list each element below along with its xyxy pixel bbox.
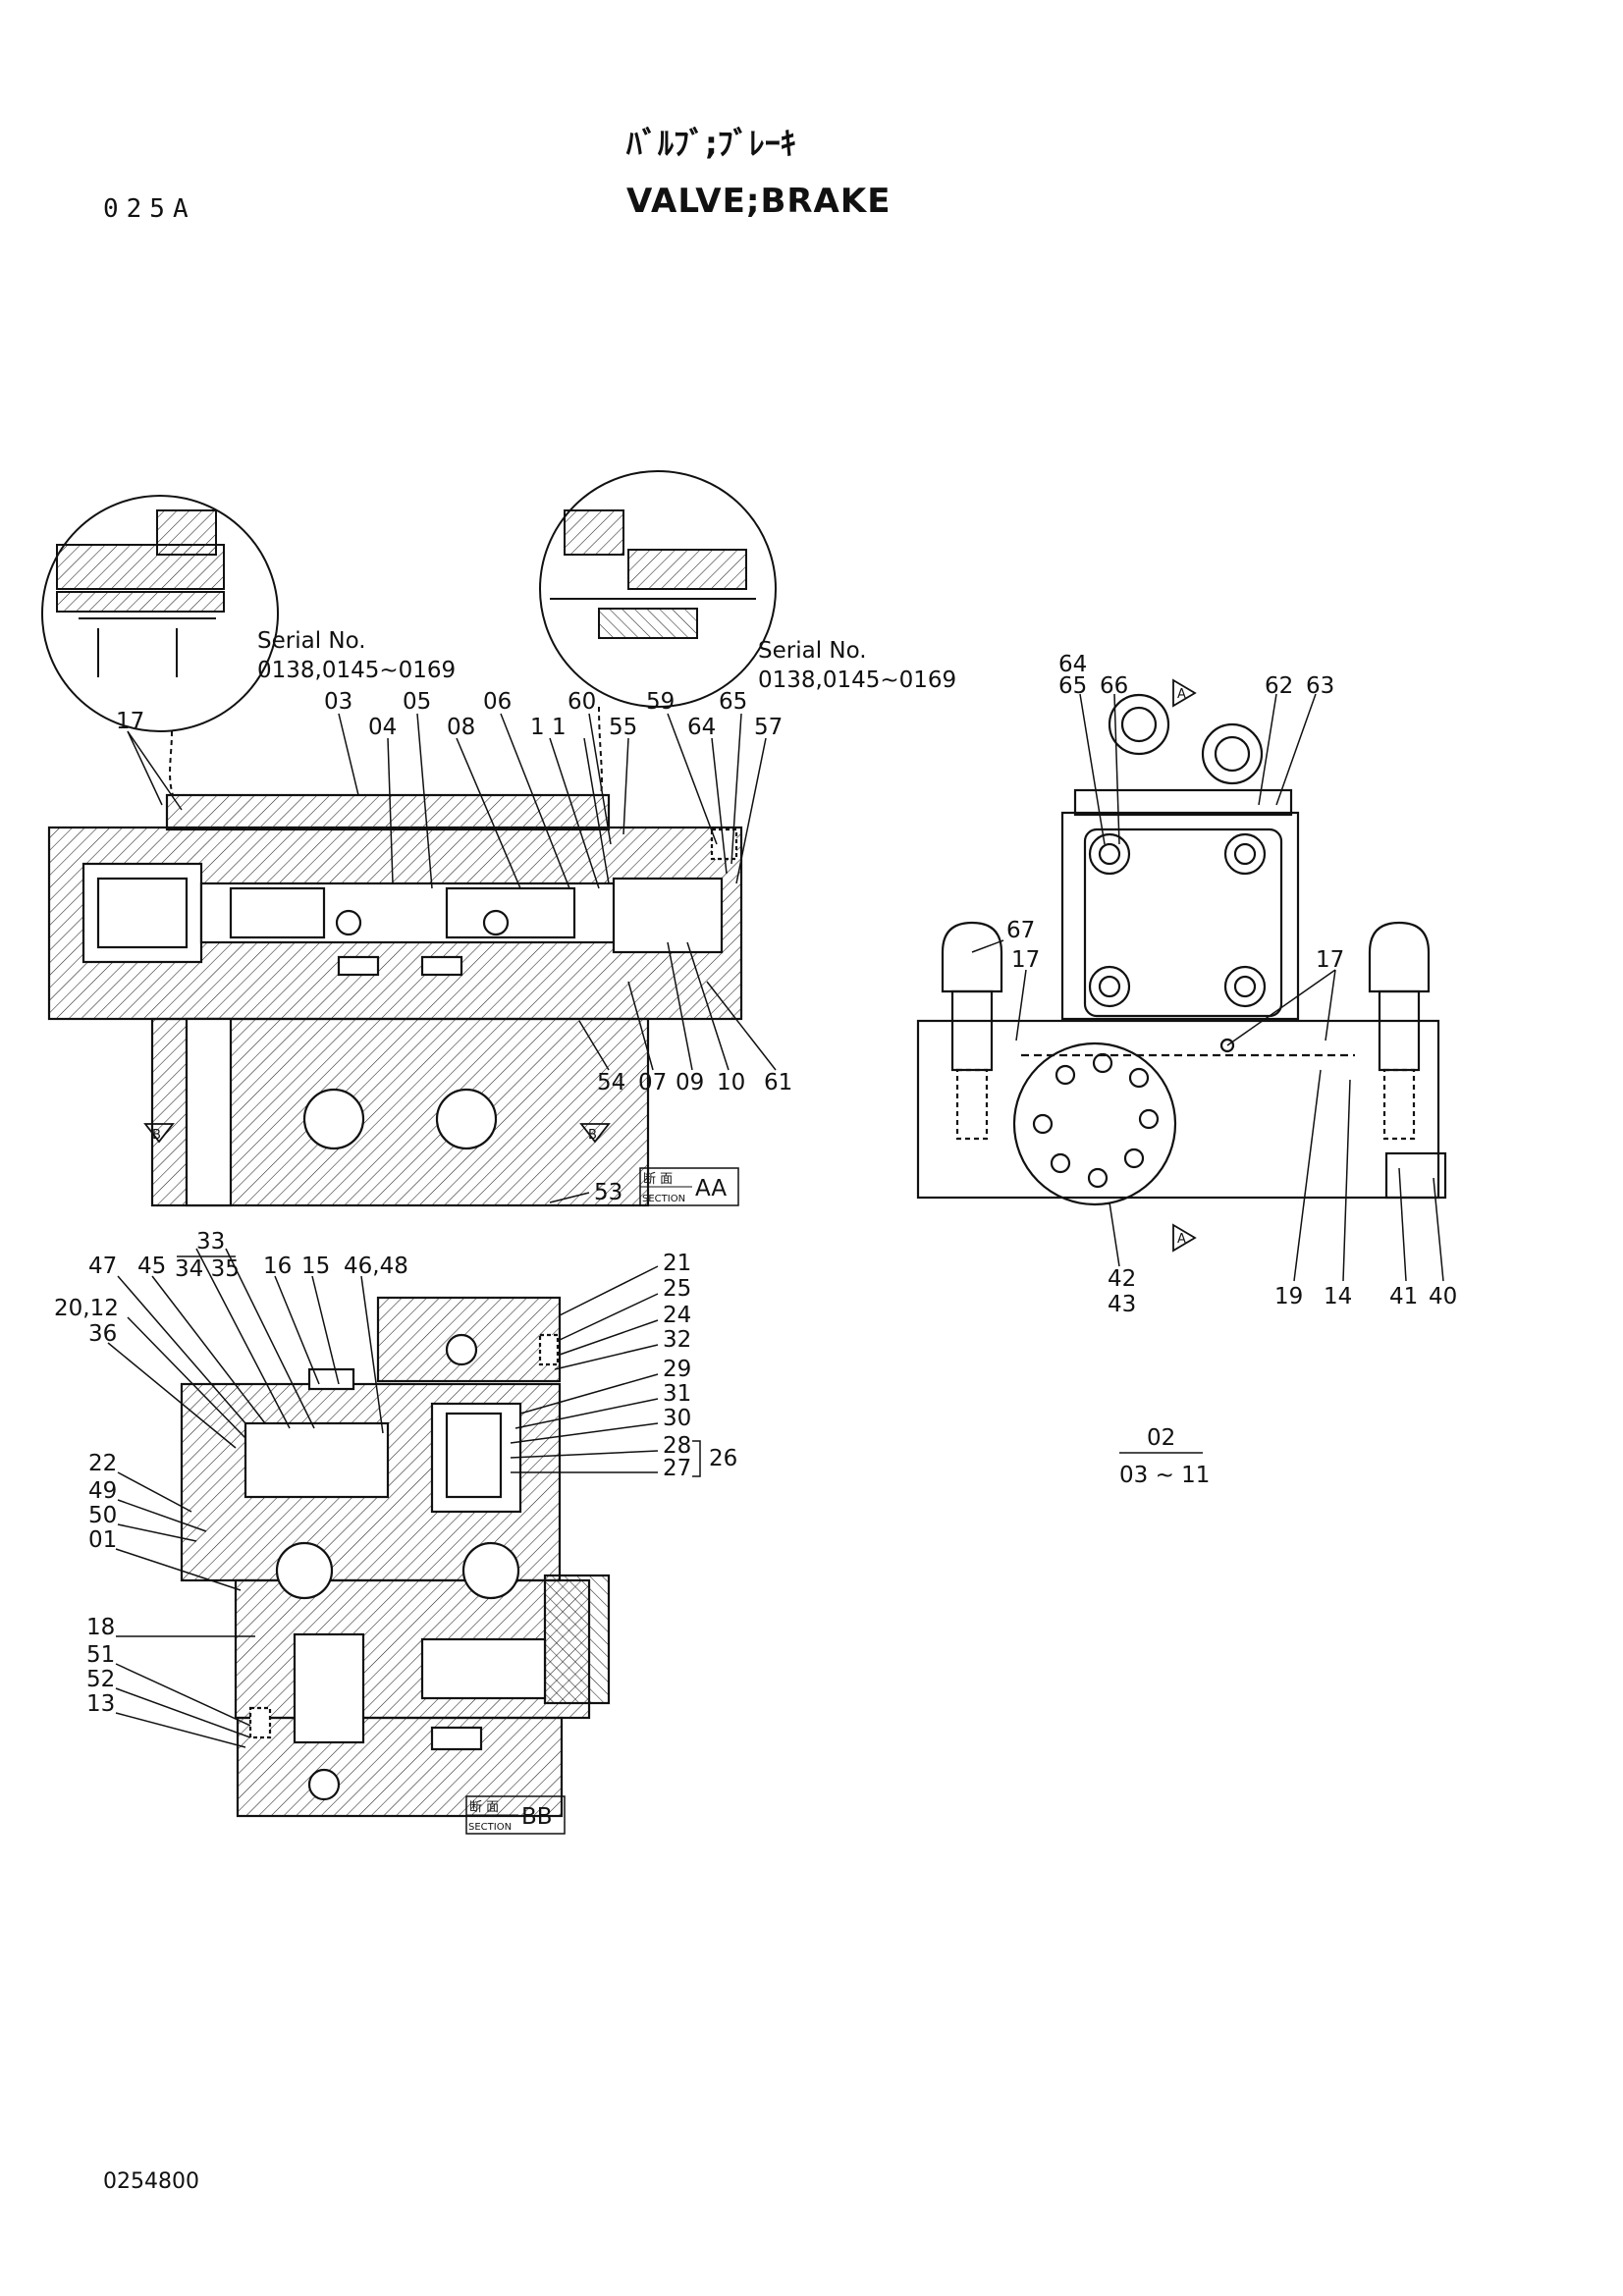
title-english: VALVE;BRAKE — [626, 182, 892, 221]
title-japanese: ﾊﾞﾙﾌﾞ;ﾌﾞﾚｰｷ — [626, 125, 796, 162]
page-code: 025A — [103, 194, 196, 224]
callout-17b: 17 — [1011, 947, 1040, 973]
callout-67: 67 — [1006, 918, 1035, 943]
serial-range-right: 0138,0145~0169 — [758, 667, 956, 693]
view-b-marker-left: B — [143, 1123, 175, 1144]
callout-66: 66 — [1100, 673, 1128, 699]
callout-46-48: 46,48 — [344, 1254, 408, 1279]
callout-52: 52 — [86, 1667, 115, 1692]
callout-32: 32 — [663, 1327, 691, 1353]
callout-53: 53 — [594, 1180, 622, 1205]
callout-08: 08 — [447, 715, 475, 740]
callout-63: 63 — [1306, 673, 1334, 699]
group-note: 02 03 ~ 11 — [1119, 1425, 1210, 1488]
serial-label-right: Serial No. — [758, 638, 867, 664]
callout-29: 29 — [663, 1357, 691, 1382]
svg-text:A: A — [1177, 687, 1186, 702]
section-bb-leaders — [107, 1248, 659, 1748]
svg-text:B: B — [152, 1128, 161, 1143]
callout-31: 31 — [663, 1381, 691, 1407]
callout-06: 06 — [483, 689, 512, 715]
callout-19: 19 — [1274, 1284, 1303, 1309]
svg-text:AA: AA — [695, 1176, 727, 1201]
callout-20-12: 20,12 — [54, 1296, 119, 1321]
callout-11: 1 1 — [530, 715, 567, 740]
callout-04: 04 — [368, 715, 397, 740]
view-a-marker-bottom: A — [1172, 1223, 1197, 1253]
callout-55: 55 — [609, 715, 637, 740]
callout-17a: 17 — [116, 709, 144, 734]
callout-64a: 64 — [687, 715, 716, 740]
callout-01: 01 — [88, 1527, 117, 1553]
callout-05: 05 — [403, 689, 431, 715]
svg-text:SECTION: SECTION — [468, 1822, 512, 1833]
callout-64b: 64 — [1058, 652, 1087, 677]
view-a-marker-top: A — [1172, 678, 1197, 708]
callout-28: 28 — [663, 1433, 691, 1459]
callout-51: 51 — [86, 1642, 115, 1668]
subassembly-33: 33 — [196, 1229, 225, 1255]
svg-text:断 面: 断 面 — [469, 1800, 499, 1815]
svg-text:03 ~ 11: 03 ~ 11 — [1119, 1463, 1210, 1488]
callout-50: 50 — [88, 1503, 117, 1528]
callout-09: 09 — [676, 1070, 704, 1095]
section-aa-tag: 断 面 SECTION AA — [639, 1167, 739, 1206]
callout-15: 15 — [301, 1254, 330, 1279]
callout-49: 49 — [88, 1478, 117, 1504]
view-a-leaders — [971, 693, 1444, 1282]
svg-text:断 面: 断 面 — [643, 1172, 673, 1187]
callout-36: 36 — [88, 1321, 117, 1347]
svg-text:02: 02 — [1147, 1425, 1175, 1451]
callout-22: 22 — [88, 1451, 117, 1476]
section-aa-leaders — [127, 713, 777, 1203]
callout-47: 47 — [88, 1254, 117, 1279]
callout-41: 41 — [1389, 1284, 1418, 1309]
callout-14: 14 — [1324, 1284, 1352, 1309]
callout-61: 61 — [764, 1070, 792, 1095]
view-a-drawing — [916, 693, 1447, 1206]
serial-label-left: Serial No. — [257, 628, 366, 654]
callout-07: 07 — [638, 1070, 667, 1095]
callout-62: 62 — [1265, 673, 1293, 699]
callout-43: 43 — [1108, 1292, 1136, 1317]
callout-03: 03 — [324, 689, 352, 715]
section-aa-drawing — [47, 793, 743, 1207]
callout-57: 57 — [754, 715, 783, 740]
callout-27: 27 — [663, 1456, 691, 1481]
callout-17c: 17 — [1316, 947, 1344, 973]
callout-65b: 65 — [1058, 673, 1087, 699]
callout-13: 13 — [86, 1691, 115, 1717]
callout-45: 45 — [137, 1254, 166, 1279]
callout-42: 42 — [1108, 1266, 1136, 1292]
callout-60: 60 — [568, 689, 596, 715]
svg-text:SECTION: SECTION — [642, 1194, 685, 1204]
callout-18: 18 — [86, 1615, 115, 1640]
detail-circle-right — [539, 470, 777, 796]
callout-24: 24 — [663, 1303, 691, 1328]
view-b-marker-right: B — [579, 1123, 611, 1144]
callout-54: 54 — [597, 1070, 625, 1095]
callout-25: 25 — [663, 1276, 691, 1302]
section-bb-drawing — [180, 1296, 611, 1818]
callout-26: 26 — [709, 1446, 737, 1471]
svg-text:BB: BB — [521, 1804, 553, 1830]
callout-16: 16 — [263, 1254, 292, 1279]
subassembly-34-35: 34 35 — [175, 1256, 240, 1282]
callout-21: 21 — [663, 1251, 691, 1276]
callout-59: 59 — [646, 689, 675, 715]
callout-30: 30 — [663, 1406, 691, 1431]
section-bb-tag: 断 面 SECTION BB — [465, 1795, 566, 1835]
detail-circle-left — [41, 495, 279, 796]
callout-10: 10 — [717, 1070, 745, 1095]
callout-40: 40 — [1429, 1284, 1457, 1309]
svg-text:A: A — [1177, 1232, 1186, 1247]
svg-text:B: B — [588, 1128, 597, 1143]
drawing-number: 0254800 — [103, 2169, 199, 2194]
serial-range-left: 0138,0145~0169 — [257, 658, 456, 683]
callout-65a: 65 — [719, 689, 747, 715]
